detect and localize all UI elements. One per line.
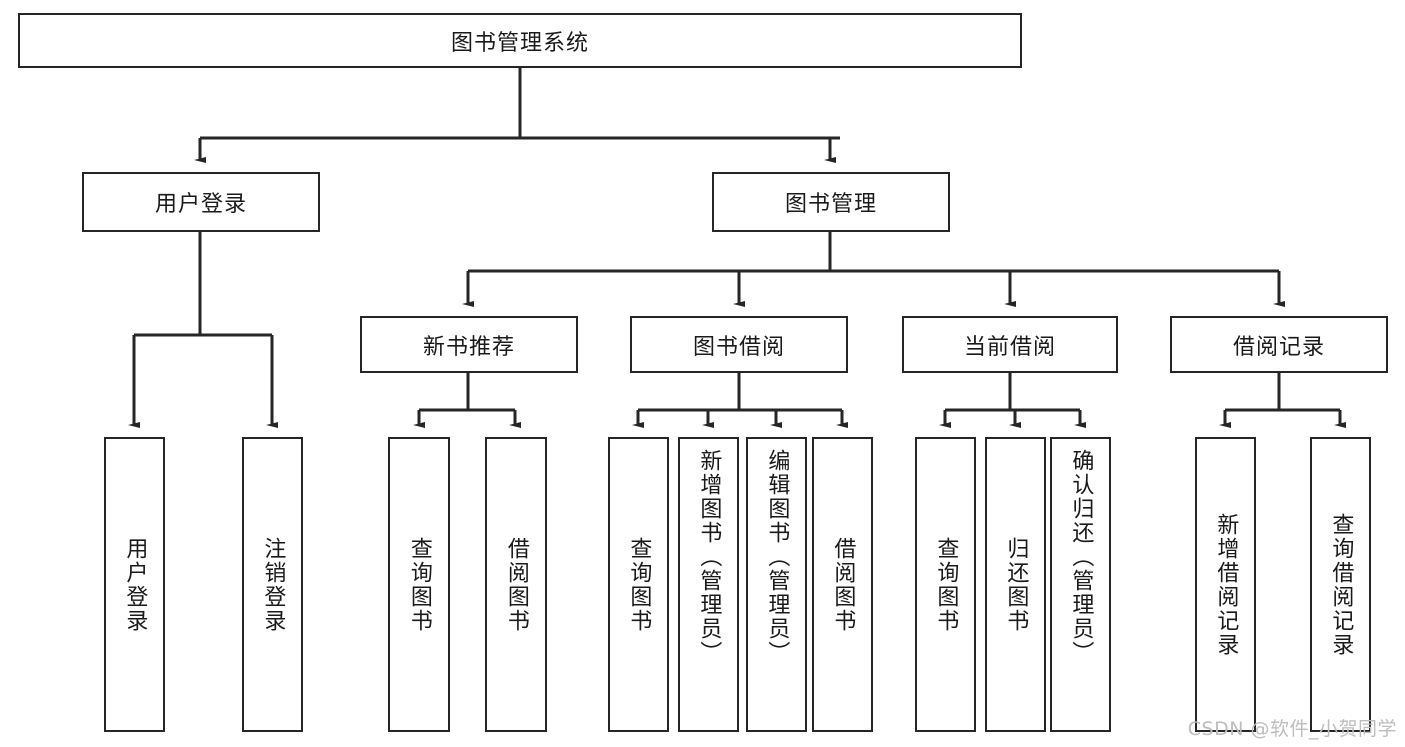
node-new-book-recommend[interactable]: 新书推荐 xyxy=(360,316,578,373)
node-new-book-recommend-label: 新书推荐 xyxy=(422,334,515,360)
leaf-bb-add-book[interactable]: 新增图书（管理员） xyxy=(678,437,739,732)
leaf-nb-query-book-label: 查询图书 xyxy=(406,536,432,633)
leaf-user-login-label: 用户登录 xyxy=(122,536,148,633)
leaf-bb-query-book-label: 查询图书 xyxy=(626,536,652,633)
node-book-management-label: 图书管理 xyxy=(784,192,877,217)
leaf-bb-edit-book[interactable]: 编辑图书（管理员） xyxy=(746,437,807,732)
leaf-br-query-record-label: 查询借阅记录 xyxy=(1328,512,1354,657)
leaf-br-query-record[interactable]: 查询借阅记录 xyxy=(1310,437,1371,732)
node-book-management[interactable]: 图书管理 xyxy=(712,172,950,232)
leaf-cb-return-book-label: 归还图书 xyxy=(1003,536,1029,633)
leaf-nb-borrow-book[interactable]: 借阅图书 xyxy=(485,437,547,732)
leaf-logout[interactable]: 注销登录 xyxy=(242,437,303,732)
leaf-nb-query-book[interactable]: 查询图书 xyxy=(388,437,450,732)
leaf-cb-confirm-return[interactable]: 确认归还（管理员） xyxy=(1050,437,1111,732)
leaf-cb-confirm-return-label: 确认归还（管理员） xyxy=(1068,449,1094,665)
node-borrow-record[interactable]: 借阅记录 xyxy=(1170,316,1388,373)
leaf-br-add-record-label: 新增借阅记录 xyxy=(1213,512,1239,657)
node-book-borrow[interactable]: 图书借阅 xyxy=(630,316,848,373)
leaf-cb-query-book[interactable]: 查询图书 xyxy=(915,437,976,732)
node-current-borrow[interactable]: 当前借阅 xyxy=(902,316,1118,373)
node-root-label: 图书管理系统 xyxy=(450,30,589,56)
leaf-bb-add-book-label: 新增图书（管理员） xyxy=(696,449,722,665)
node-root[interactable]: 图书管理系统 xyxy=(18,13,1022,68)
node-user-login[interactable]: 用户登录 xyxy=(82,172,320,232)
node-borrow-record-label: 借阅记录 xyxy=(1232,334,1325,360)
leaf-bb-edit-book-label: 编辑图书（管理员） xyxy=(764,449,790,665)
leaf-logout-label: 注销登录 xyxy=(260,536,286,633)
leaf-user-login[interactable]: 用户登录 xyxy=(104,437,165,732)
node-user-login-label: 用户登录 xyxy=(154,192,247,217)
leaf-bb-query-book[interactable]: 查询图书 xyxy=(608,437,669,732)
leaf-bb-borrow-book[interactable]: 借阅图书 xyxy=(812,437,873,732)
leaf-bb-borrow-book-label: 借阅图书 xyxy=(830,536,856,633)
leaf-cb-query-book-label: 查询图书 xyxy=(933,536,959,633)
leaf-cb-return-book[interactable]: 归还图书 xyxy=(985,437,1046,732)
leaf-nb-borrow-book-label: 借阅图书 xyxy=(503,536,529,633)
leaf-br-add-record[interactable]: 新增借阅记录 xyxy=(1195,437,1256,732)
node-book-borrow-label: 图书借阅 xyxy=(692,334,785,360)
node-current-borrow-label: 当前借阅 xyxy=(963,334,1056,360)
